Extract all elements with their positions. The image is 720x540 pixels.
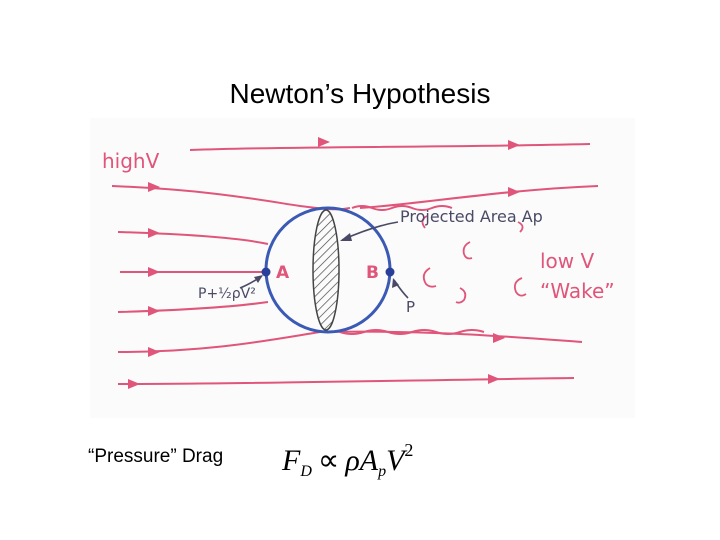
wake-boundary-top	[351, 205, 453, 211]
streamline-3	[117, 231, 269, 245]
formula-velocity: V	[386, 444, 405, 477]
streamline-5	[117, 301, 269, 313]
wake-swirls	[421, 215, 527, 304]
point-b-marker	[385, 267, 395, 277]
slide-title: Newton’s Hypothesis	[229, 78, 491, 109]
pressure-drag-label: “Pressure” Drag	[88, 446, 224, 467]
arrowhead	[493, 333, 505, 343]
arrowhead	[318, 137, 330, 147]
point-a-marker	[261, 267, 271, 277]
arrowhead	[148, 182, 160, 192]
arrowhead	[254, 275, 263, 283]
label-wake: “Wake”	[540, 279, 615, 303]
arrowhead	[340, 233, 352, 241]
arrowhead	[508, 187, 520, 197]
formula-force: F	[282, 444, 301, 477]
label-stagnation-pressure: P+½ρV²	[198, 286, 256, 302]
formula-density: ρ	[345, 444, 360, 477]
streamline-2b	[359, 185, 599, 209]
arrowhead	[392, 278, 399, 288]
swirl-icon	[517, 221, 524, 233]
swirl-icon	[462, 241, 473, 260]
label-point-b: B	[366, 263, 379, 283]
sketch-paper	[90, 118, 635, 418]
formula-proportional-symbol: ∝	[317, 444, 340, 477]
label-low-v: low V	[540, 249, 595, 273]
label-projected-area: Projected Area Ap	[400, 207, 543, 226]
streamline-arrows	[128, 137, 520, 389]
arrowhead	[508, 140, 520, 150]
arrowhead	[128, 379, 140, 389]
formula-area: A	[359, 444, 379, 477]
arrowhead	[148, 267, 160, 277]
streamline-7	[117, 377, 575, 385]
arrowhead	[148, 347, 160, 357]
streamline-1	[189, 143, 591, 151]
arrowhead	[148, 306, 160, 316]
arrowhead	[148, 228, 160, 238]
drag-formula: FD ∝ρApV2	[282, 440, 413, 481]
label-high-v: highV	[102, 149, 160, 173]
pointer-arrowheads	[254, 233, 399, 288]
formula-velocity-exponent: 2	[404, 440, 414, 460]
projected-area-disk	[312, 209, 340, 331]
formula-force-subscript: D	[300, 463, 312, 480]
label-p: P	[406, 298, 415, 316]
arrowhead	[488, 374, 500, 384]
swirl-icon	[455, 287, 467, 304]
formula-area-subscript: p	[378, 463, 387, 480]
swirl-icon	[422, 267, 437, 288]
label-point-a: A	[276, 263, 290, 283]
wake-boundary-bottom	[339, 329, 485, 335]
swirl-icon	[513, 277, 527, 297]
swirl-icon	[421, 215, 428, 229]
